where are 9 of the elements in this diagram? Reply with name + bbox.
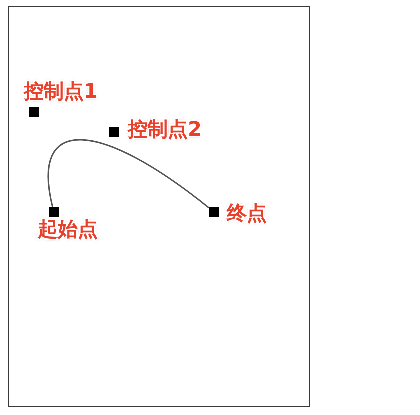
point-label: 起始点 [38,218,98,240]
point-marker [109,127,119,137]
point-label: 终点 [227,202,267,224]
point-label: 控制点1 [24,80,98,102]
point-label: 控制点2 [128,118,202,140]
point-marker [29,107,39,117]
curve-line [48,139,210,209]
point-marker [209,207,219,217]
point-marker [49,207,59,217]
